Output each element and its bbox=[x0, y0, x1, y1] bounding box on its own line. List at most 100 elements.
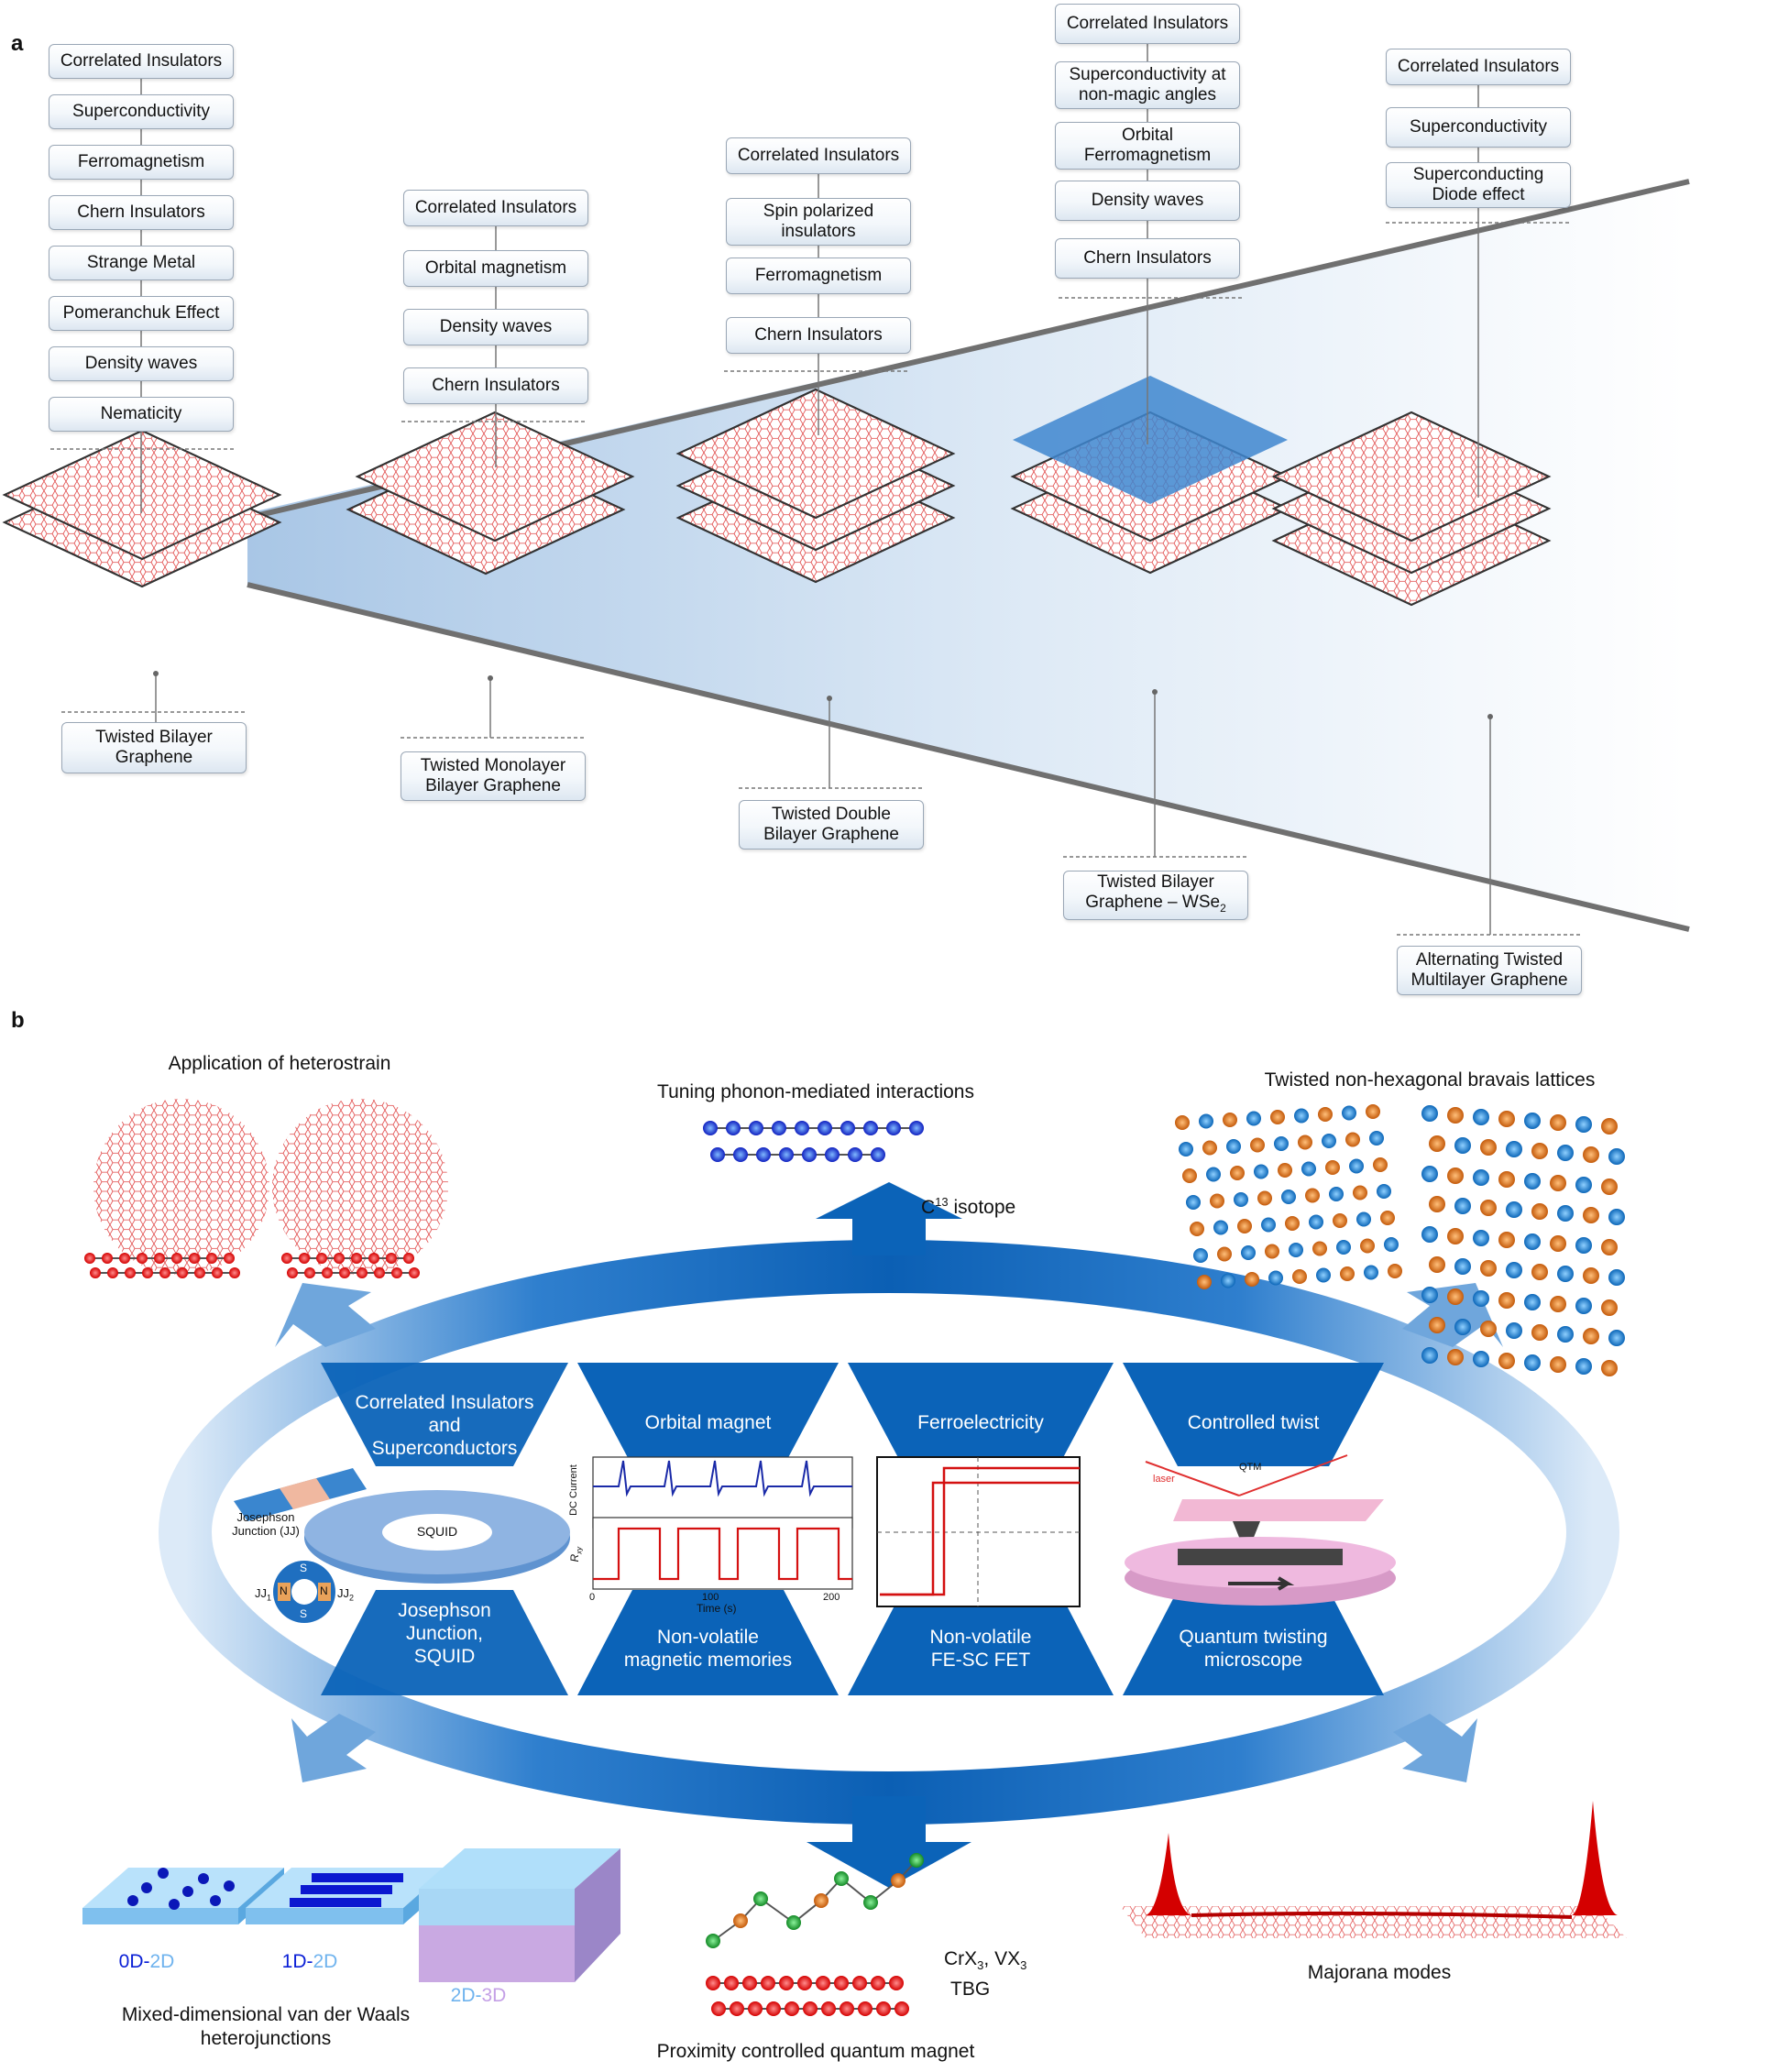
plot-x-tick-200: 200 bbox=[823, 1592, 840, 1603]
structure-name-box: Twisted Monolayer Bilayer Graphene bbox=[401, 751, 586, 801]
heterostrain-title: Application of heterostrain bbox=[168, 1053, 391, 1074]
lattice-atom bbox=[1557, 1266, 1574, 1282]
lattice-atom bbox=[1575, 1358, 1592, 1375]
lattice-atom bbox=[1270, 1110, 1285, 1124]
lattice-atom bbox=[1531, 1203, 1548, 1220]
lattice-atom bbox=[1575, 1298, 1592, 1314]
property-box: Correlated Insulators bbox=[1055, 4, 1240, 44]
lattice-atom bbox=[1601, 1179, 1618, 1195]
atom bbox=[863, 1895, 878, 1910]
lattice-atom bbox=[1421, 1166, 1438, 1182]
atom bbox=[334, 1253, 345, 1264]
name-connector-dot bbox=[1152, 689, 1158, 695]
lattice-atom bbox=[1583, 1267, 1599, 1284]
atom bbox=[299, 1253, 310, 1264]
heterostrain-disc-1 bbox=[93, 1099, 269, 1275]
squid-schematic bbox=[273, 1561, 335, 1623]
dim-label-1d-2d: 1D-2D bbox=[281, 1951, 338, 1972]
lattice-atom bbox=[1377, 1184, 1391, 1199]
quantum-dot bbox=[210, 1895, 221, 1906]
lattice-atom bbox=[1175, 1115, 1190, 1130]
hex-orbital-magnet: Orbital magnet bbox=[644, 1412, 772, 1433]
quantum-dot bbox=[127, 1895, 138, 1906]
atom bbox=[761, 1976, 775, 1990]
atom bbox=[779, 1976, 794, 1990]
majorana-title: Majorana modes bbox=[1307, 1962, 1452, 1983]
lattice-atom bbox=[1234, 1192, 1248, 1207]
josephson-junction-graphic bbox=[234, 1468, 367, 1521]
arrow-down-right bbox=[1393, 1714, 1477, 1782]
hex-tiles bbox=[321, 1363, 1384, 1695]
atom bbox=[730, 2001, 744, 2016]
lattice-atom bbox=[1601, 1299, 1618, 1316]
lattice-atom bbox=[1421, 1287, 1438, 1303]
phonon-title: Tuning phonon-mediated interactions bbox=[657, 1081, 974, 1102]
lattice-atom bbox=[1454, 1198, 1471, 1214]
property-box: Superconducting Diode effect bbox=[1386, 162, 1571, 208]
lattice-atom bbox=[1210, 1193, 1224, 1209]
lattice-atom bbox=[1498, 1111, 1515, 1127]
lattice-atom bbox=[1454, 1258, 1471, 1275]
lattice-atom bbox=[1429, 1317, 1445, 1333]
lattice-atom bbox=[1301, 1161, 1316, 1177]
atom bbox=[852, 1976, 867, 1990]
arrow-up-left bbox=[275, 1283, 376, 1347]
name-connector-dot bbox=[1487, 714, 1493, 719]
graphene-sheet-lattice bbox=[675, 388, 956, 520]
lattice-atom bbox=[1506, 1201, 1522, 1218]
lattice-atom bbox=[1226, 1139, 1241, 1154]
squid-n-right: N bbox=[320, 1584, 328, 1597]
tbg-atom-chains bbox=[706, 1976, 909, 2016]
property-box: Superconductivity bbox=[1386, 107, 1571, 148]
lattice-atom bbox=[1309, 1214, 1323, 1230]
atom bbox=[102, 1253, 113, 1264]
lattice-atom bbox=[1506, 1262, 1522, 1278]
crx3-lattice bbox=[706, 1853, 924, 1948]
lattice-atom bbox=[1281, 1189, 1296, 1204]
lattice-atom bbox=[1182, 1168, 1197, 1183]
squid-s-top: S bbox=[300, 1562, 308, 1574]
lattice-atom bbox=[1473, 1230, 1489, 1246]
lattice-atom bbox=[1294, 1108, 1309, 1124]
majorana-graphic bbox=[1120, 1801, 1627, 1938]
lattice-atom bbox=[1524, 1113, 1541, 1129]
lattice-atom bbox=[1480, 1321, 1497, 1337]
lattice-atom bbox=[1550, 1175, 1566, 1191]
atom bbox=[154, 1253, 165, 1264]
lattice-atom bbox=[1312, 1241, 1327, 1256]
cone-lower-edge bbox=[247, 582, 1690, 932]
lattice-atom bbox=[1531, 1264, 1548, 1280]
atom bbox=[825, 1147, 840, 1162]
slab-1d-2d bbox=[246, 1868, 449, 1924]
lattice-atom bbox=[1583, 1207, 1599, 1223]
lattice-atom bbox=[1421, 1226, 1438, 1243]
atom bbox=[125, 1267, 136, 1278]
lattice-atom bbox=[1285, 1216, 1300, 1231]
lattice-atom bbox=[1575, 1237, 1592, 1254]
lattice-atom bbox=[1473, 1290, 1489, 1307]
panel-b-letter: b bbox=[11, 1008, 25, 1033]
lattice-atom bbox=[1447, 1168, 1464, 1184]
atom bbox=[706, 1934, 720, 1948]
atom bbox=[840, 1121, 855, 1135]
lattice-atom bbox=[1524, 1173, 1541, 1189]
atom bbox=[909, 1853, 924, 1868]
atom bbox=[206, 1253, 217, 1264]
property-box: Superconductivity bbox=[49, 94, 234, 129]
property-box: Ferromagnetism bbox=[726, 258, 911, 294]
lattice-atom bbox=[1608, 1330, 1625, 1346]
lattice-atom bbox=[1179, 1142, 1193, 1157]
hex-josephson-squid: Josephson Junction, SQUID bbox=[398, 1600, 491, 1667]
lattice-atom bbox=[1336, 1240, 1351, 1255]
graphene-sheet-lattice bbox=[1271, 411, 1552, 543]
lattice-atom bbox=[1316, 1267, 1331, 1283]
squid-label: SQUID bbox=[416, 1524, 458, 1539]
arrow-down-left bbox=[291, 1714, 376, 1782]
atom bbox=[772, 1121, 786, 1135]
lattice-atom bbox=[1429, 1135, 1445, 1152]
lattice-atom bbox=[1369, 1131, 1384, 1146]
quantum-dot bbox=[141, 1882, 152, 1893]
atom bbox=[724, 1976, 739, 1990]
atom bbox=[316, 1253, 327, 1264]
crx3-label: CrX3, VX3 bbox=[944, 1948, 1027, 1973]
